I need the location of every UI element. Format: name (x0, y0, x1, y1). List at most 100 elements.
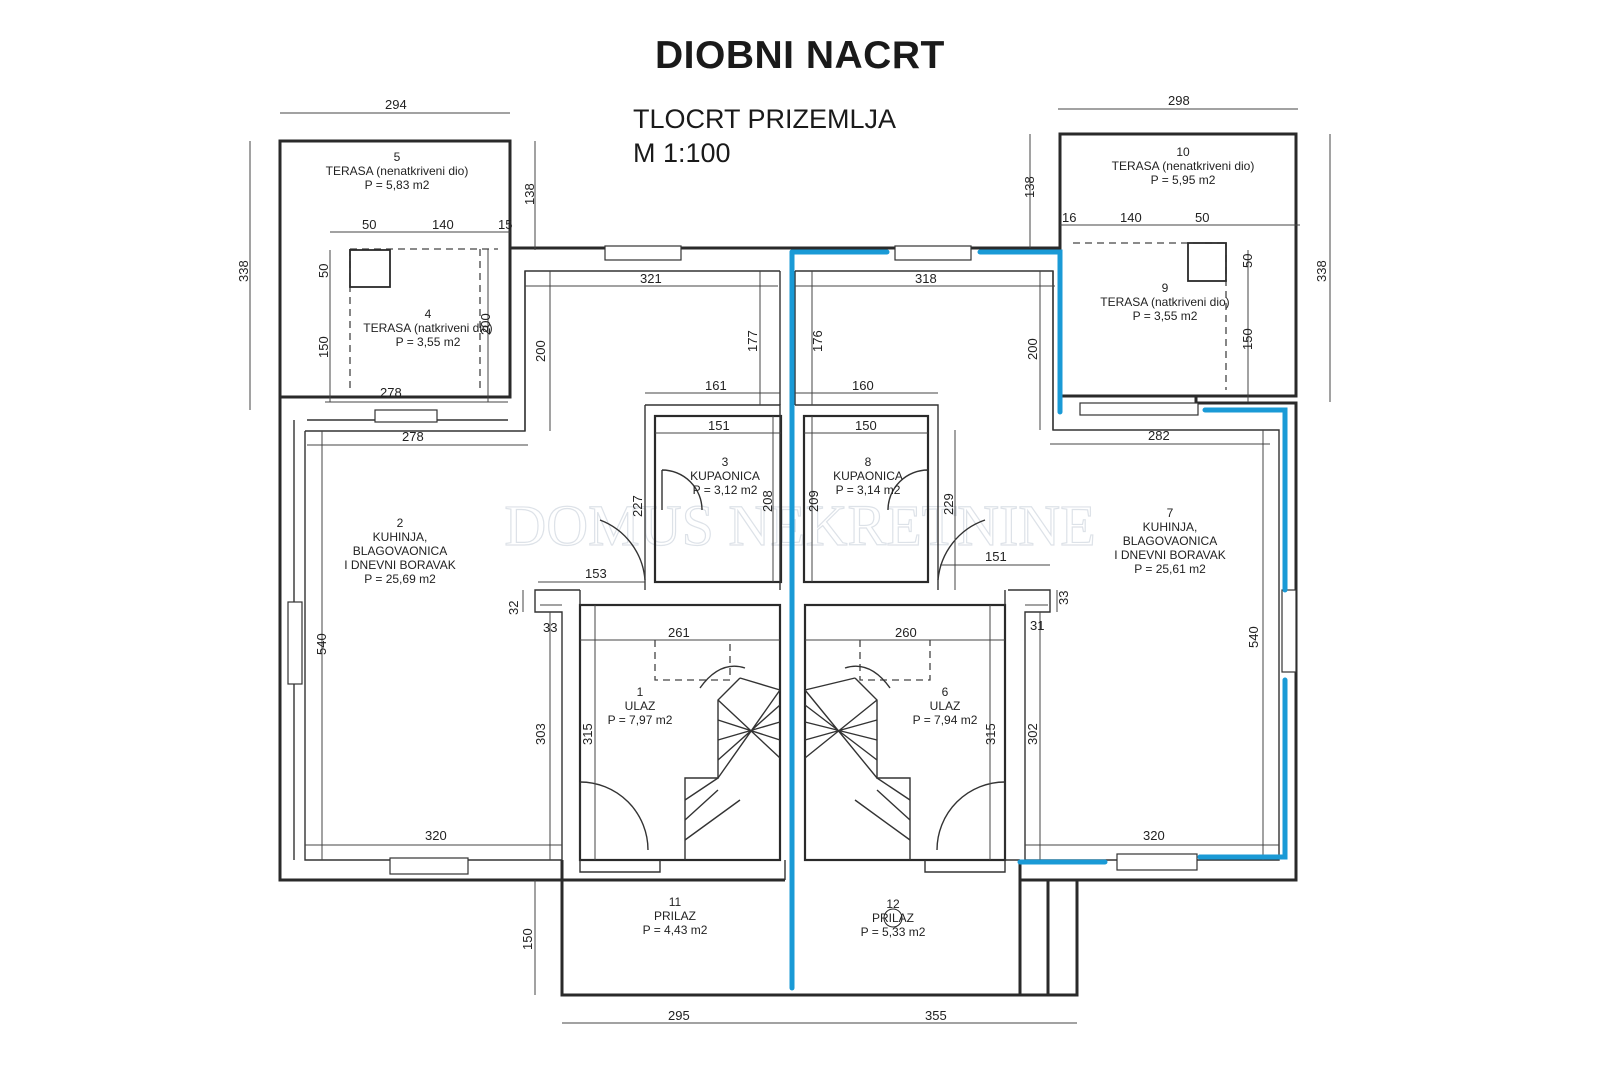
room-area: P = 5,95 m2 (1151, 173, 1216, 187)
dim-b3-h2: 208 (760, 490, 775, 512)
room-area: P = 3,55 m2 (396, 335, 461, 349)
room-area: P = 25,61 m2 (1134, 562, 1206, 576)
room-name: ULAZ (930, 699, 961, 713)
door-swings (579, 469, 1006, 851)
room-name: TERASA (natkriveni dio) (363, 321, 492, 335)
dim-k7-height: 540 (1246, 626, 1261, 648)
division-line (789, 249, 1288, 991)
stairs-left (654, 640, 781, 860)
dim-terrace-right-depth: 138 (1022, 176, 1037, 198)
dim-k2-top: 278 (402, 429, 424, 444)
dim-bottom-left: 295 (668, 1008, 690, 1023)
room-number: 7 (1167, 506, 1174, 520)
dim-k2-height: 540 (314, 633, 329, 655)
dim-k2-bottom: 320 (425, 828, 447, 843)
dim-b8-h: 229 (941, 493, 956, 515)
room-name: KUHINJA, (373, 530, 428, 544)
room-name: ULAZ (625, 699, 656, 713)
room-number: 3 (722, 455, 729, 469)
dim-u6-h: 315 (983, 723, 998, 745)
room-name: I DNEVNI BORAVAK (1114, 548, 1226, 562)
room-number: 1 (637, 685, 644, 699)
room-name: PRILAZ (654, 909, 696, 923)
room-name: PRILAZ (872, 911, 914, 925)
room-area: P = 7,97 m2 (608, 713, 673, 727)
dim-32: 32 (506, 601, 521, 615)
outer-walls (278, 132, 1298, 882)
dim-top-right: 298 (1168, 93, 1190, 108)
dim-n-left-h: 200 (533, 340, 548, 362)
terrace-4-dashed (349, 248, 498, 390)
dim-left-total: 338 (236, 260, 251, 282)
room-name: I DNEVNI BORAVAK (344, 558, 456, 572)
room-area: P = 4,43 m2 (643, 923, 708, 937)
room-area: P = 5,33 m2 (861, 925, 926, 939)
plan-title: DIOBNI NACRT (655, 34, 945, 77)
dim-n-left-177: 177 (745, 330, 760, 352)
dim-t4-h2: 150 (316, 336, 331, 358)
room-area: P = 5,83 m2 (365, 178, 430, 192)
dim-n-right-width: 318 (915, 271, 937, 286)
plan-subtitle: TLOCRT PRIZEMLJA (633, 104, 897, 134)
dim-u1-width: 261 (668, 625, 690, 640)
main-building-outline (278, 246, 1298, 882)
room-area: P = 3,12 m2 (693, 483, 758, 497)
dim-k7-top: 282 (1148, 428, 1170, 443)
dim-t9-c: 50 (1195, 210, 1209, 225)
room-area: P = 3,55 m2 (1133, 309, 1198, 323)
room-name: KUPAONICA (833, 469, 903, 483)
room-number: 5 (394, 150, 401, 164)
bathroom-3-walls (653, 414, 783, 584)
entrance-6-walls (803, 603, 1007, 862)
room-number: 4 (425, 307, 432, 321)
room-area: P = 25,69 m2 (364, 572, 436, 586)
dim-b8-h2: 209 (806, 490, 821, 512)
dim-b3-inner: 151 (708, 418, 730, 433)
room-12-circle (883, 908, 903, 928)
dim-top-left: 294 (385, 97, 407, 112)
dim-b3-h: 227 (630, 495, 645, 517)
room-number: 8 (865, 455, 872, 469)
room-name: TERASA (natkriveni dio) (1100, 295, 1229, 309)
stairs-right (804, 640, 931, 860)
dim-b8-inner: 150 (855, 418, 877, 433)
dimension-labels: 294 298 338 338 138 138 50 140 15 50 150… (236, 93, 1329, 1023)
room-area: P = 3,14 m2 (836, 483, 901, 497)
entrance-1-walls (578, 603, 782, 862)
room-number: 6 (942, 685, 949, 699)
dim-t9-h2: 150 (1240, 328, 1255, 350)
dim-t4-h1: 50 (316, 264, 331, 278)
dim-prilaz-h: 150 (520, 928, 535, 950)
dim-k2-lower: 303 (533, 723, 548, 745)
room-number: 11 (669, 895, 682, 909)
room-number: 10 (1176, 145, 1190, 159)
dim-u1-h: 315 (580, 723, 595, 745)
dimension-lines (249, 108, 1331, 1024)
room-number: 2 (397, 516, 404, 530)
column-right (1187, 242, 1227, 282)
room-name: BLAGOVAONICA (353, 544, 447, 558)
dim-n-right-h: 200 (1025, 338, 1040, 360)
plan-scale: M 1:100 (633, 138, 731, 168)
dim-k7-lower: 302 (1025, 723, 1040, 745)
dim-t4-c: 15 (498, 217, 512, 232)
dim-t4-b: 140 (432, 217, 454, 232)
dim-n-left-width: 321 (640, 271, 662, 286)
dim-b8-outer: 160 (852, 378, 874, 393)
dim-t9-b: 140 (1120, 210, 1142, 225)
dim-bottom-right: 355 (925, 1008, 947, 1023)
room-area: P = 7,94 m2 (913, 713, 978, 727)
dim-31: 31 (1030, 618, 1044, 633)
